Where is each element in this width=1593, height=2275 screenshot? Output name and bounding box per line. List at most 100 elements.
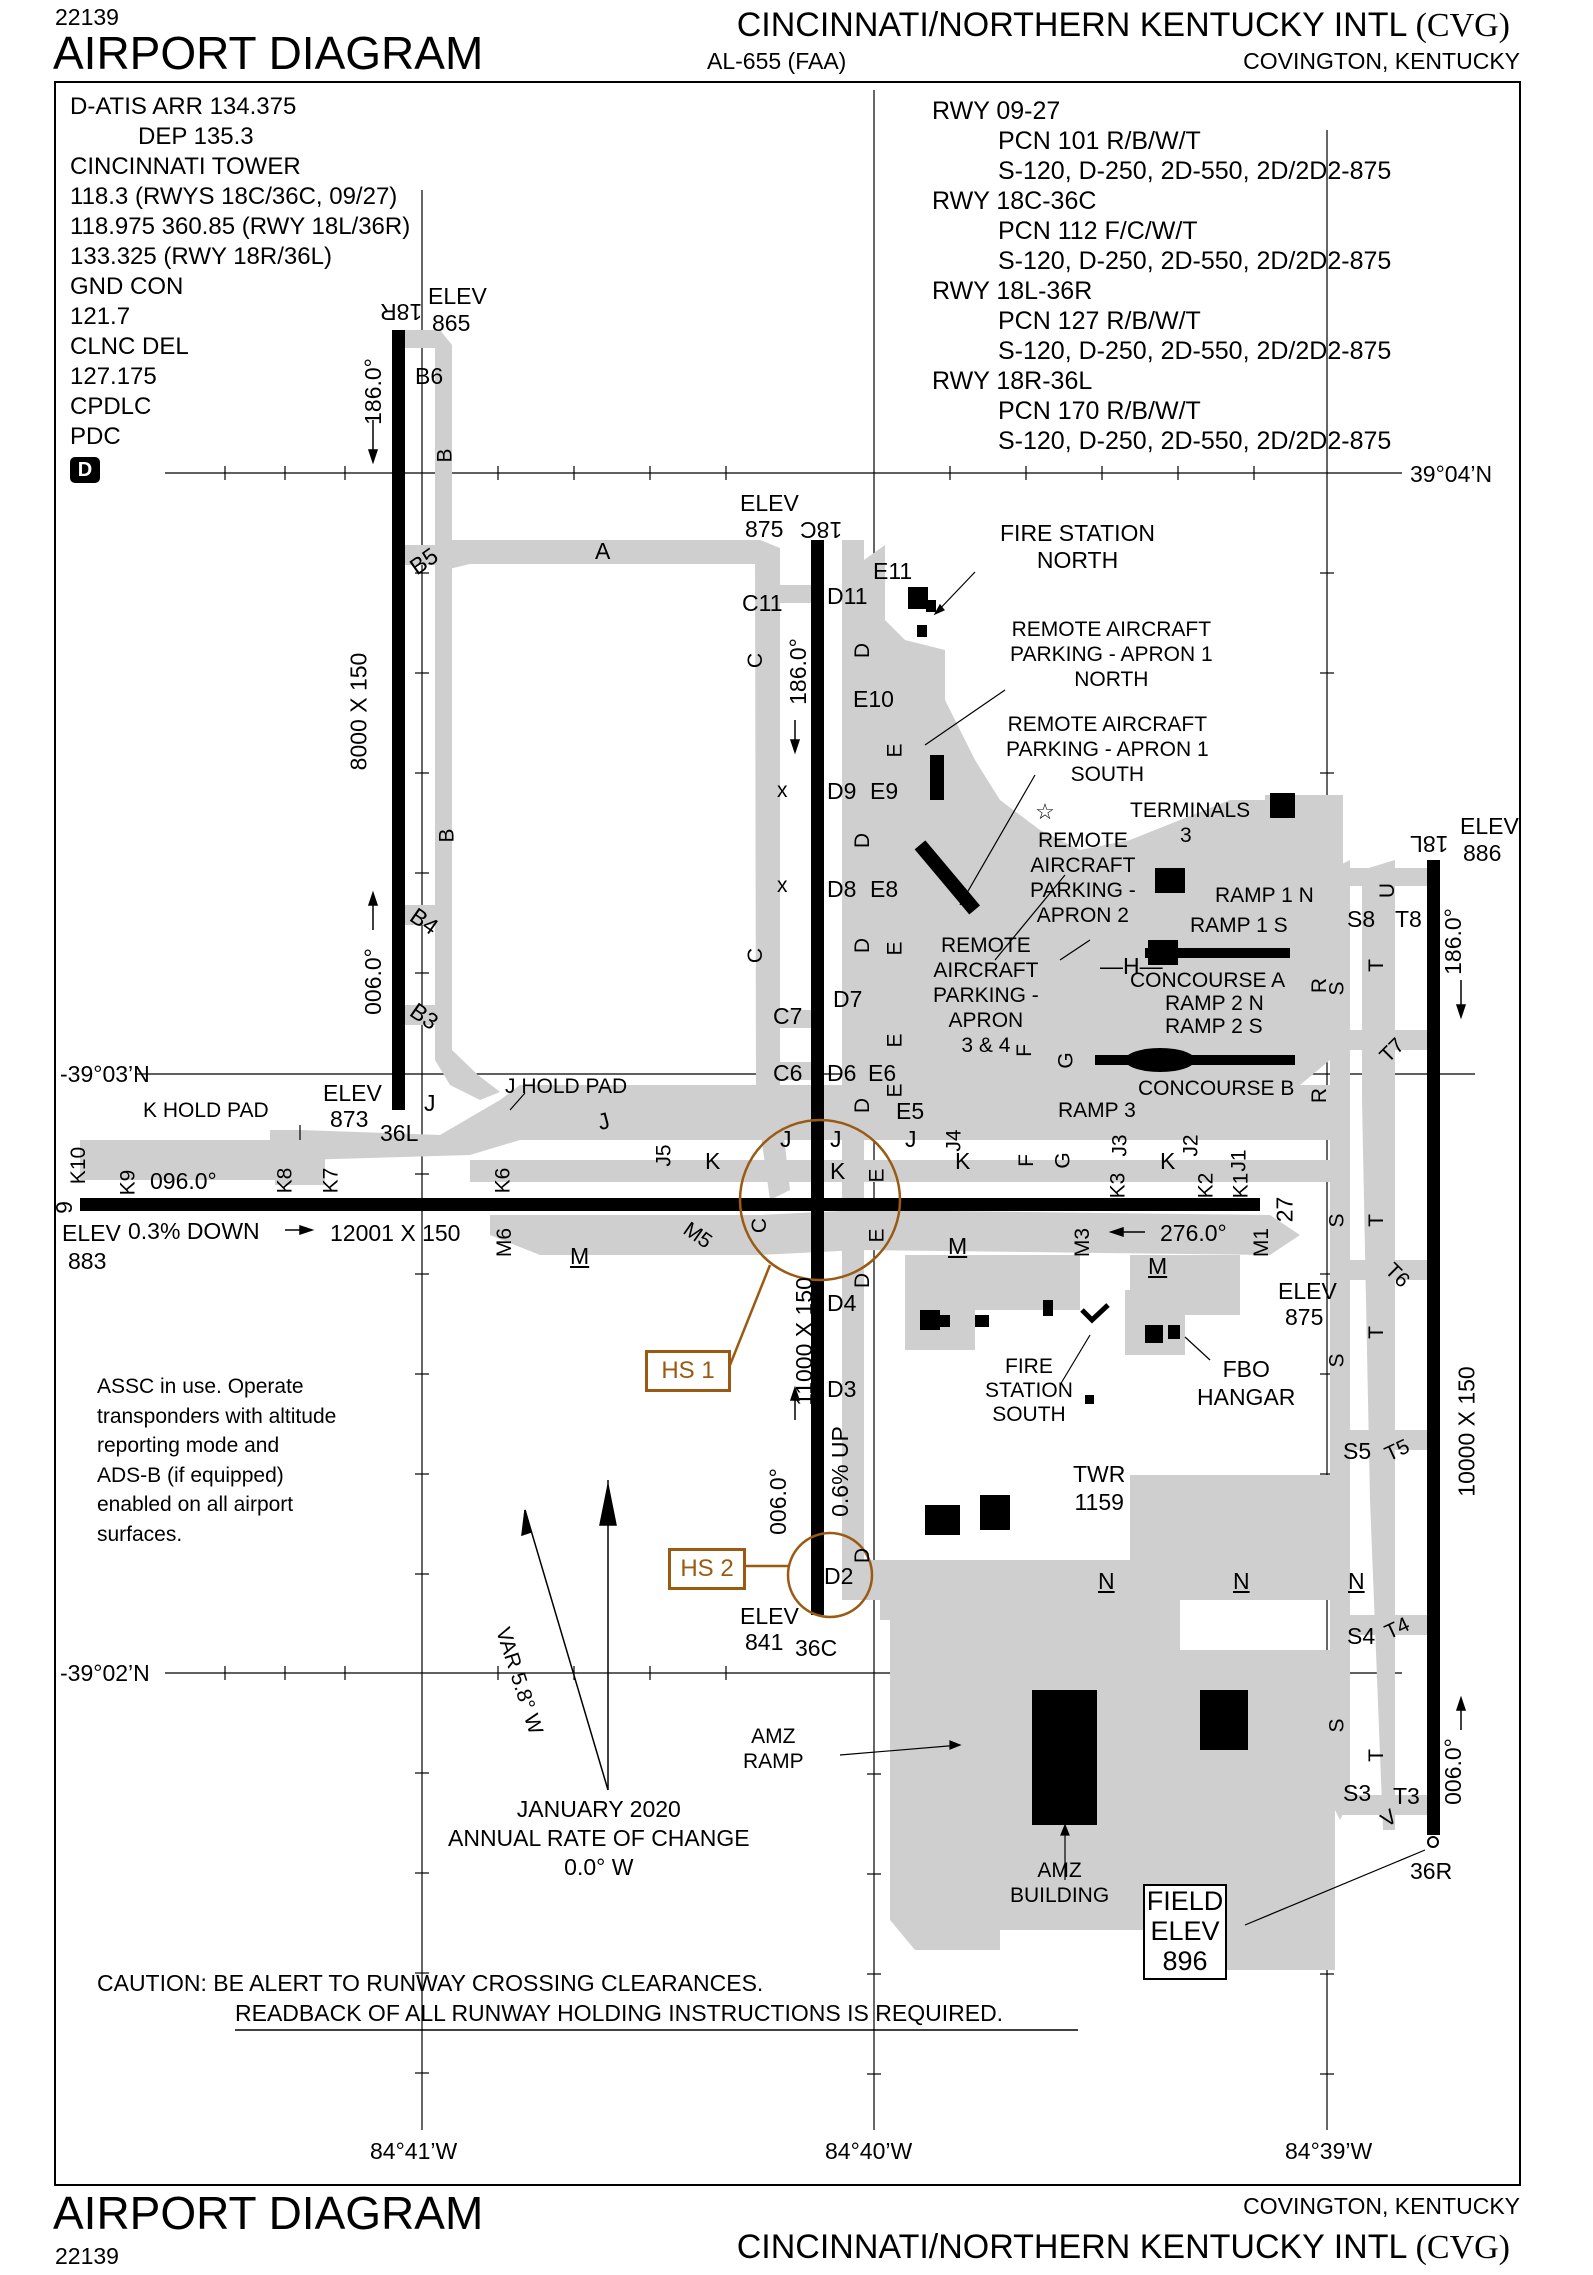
rwy-18r-elev-label: ELEV (428, 283, 487, 309)
taxiway-label-e-south: E (865, 1168, 889, 1183)
runway-9-27 (80, 1198, 1260, 1211)
taxiway-label-a: A (595, 538, 611, 564)
tower-label: TWR 1159 (1073, 1461, 1126, 1515)
taxiway-label-d8: D8 (827, 876, 857, 902)
remote-parking-apron2-label: REMOTE AIRCRAFT PARKING - APRON 2 (1030, 829, 1136, 927)
amz-building (1032, 1690, 1097, 1825)
concourse-a-label: CONCOURSE A (1130, 969, 1286, 992)
lon-label-mid: 84°40’W (825, 2138, 913, 2164)
taxiway-label-j3: J3 (1108, 1134, 1132, 1157)
rwy-27-end-label: 27 (1271, 1196, 1298, 1223)
taxiway-label-j-west: J (424, 1090, 436, 1116)
runway-18c-36c (811, 540, 824, 1615)
rwy-18c-dimension: 11000 X 150 (790, 1277, 817, 1406)
taxiway-label-d11: D11 (827, 583, 868, 609)
taxiway-label-k10: K10 (67, 1146, 91, 1185)
taxiway-label-g-south: G (1051, 1152, 1075, 1169)
taxiway-label-t-2: T (1364, 1214, 1388, 1227)
chart-title-top: AIRPORT DIAGRAM (53, 27, 484, 79)
lon-label-left: 84°41’W (370, 2138, 458, 2164)
taxiway-t4-connector (1340, 1615, 1440, 1635)
concourse-b-hub (1125, 1048, 1195, 1072)
taxiway-label-d2: D2 (824, 1563, 854, 1589)
hot-spot-1-circle (738, 1118, 902, 1282)
rwy-36c-elev: 841 (745, 1629, 784, 1655)
taxiway-label-m-mid: M (948, 1233, 968, 1259)
rwy-18l-end-label: 18L (1410, 831, 1449, 857)
fbo-bldg-1 (1145, 1325, 1163, 1343)
taxiway-m-pavement (490, 1210, 1300, 1255)
lat-label-top: 39°04’N (1410, 461, 1493, 487)
taxiway-k-row (470, 1160, 1330, 1182)
taxiway-label-k-west: K (705, 1148, 721, 1174)
taxiway-label-u: U (1376, 882, 1400, 899)
taxiway-label-k9: K9 (116, 1169, 140, 1196)
taxiway-label-s3: S3 (1343, 1780, 1372, 1806)
taxiway-c-pavement (755, 548, 790, 1200)
concourse-a-hub (1148, 940, 1178, 965)
hangar-1 (925, 1505, 960, 1535)
taxiway-label-e-mid2: E (883, 1033, 907, 1048)
taxiway-label-j1: J1 (1227, 1149, 1251, 1172)
taxiway-label-k6: K6 (491, 1167, 515, 1194)
hangar-2 (980, 1495, 1010, 1530)
taxiway-label-k1: K1 (1229, 1172, 1253, 1199)
taxiway-label-x-2: x (777, 874, 788, 897)
j-hold-pad-label: J HOLD PAD (505, 1075, 628, 1098)
taxiway-label-e6: E6 (868, 1060, 897, 1086)
taxiway-label-e-north: E (883, 743, 907, 758)
taxiway-label-d-mid: D (851, 832, 875, 849)
taxiway-label-s-3: S (1325, 1353, 1349, 1368)
rwy-9-elev: 883 (68, 1248, 107, 1274)
taxiway-label-h: —H— (1100, 953, 1163, 979)
chart-title-bottom: AIRPORT DIAGRAM (53, 2187, 484, 2239)
rwy-9-elev-label: ELEV (62, 1220, 121, 1246)
taxiway-label-d3: D3 (827, 1376, 857, 1402)
taxiway-label-t3: T3 (1393, 1783, 1420, 1809)
rwy-36l-heading: 006.0° (359, 948, 386, 1015)
clnc-freq: 127.175 (70, 363, 157, 390)
wt-09-27: S-120, D-250, 2D-550, 2D/2D2-875 (998, 157, 1392, 185)
terminals-label: TERMINALS (1130, 799, 1251, 822)
taxiway-a-pavement (442, 540, 780, 570)
taxiway-n-west (880, 1590, 1010, 1620)
taxiway-label-e-south2: E (865, 1228, 889, 1243)
taxiway-label-t-3: T (1364, 1326, 1388, 1339)
chart-number-top: 22139 (55, 4, 119, 30)
taxiway-label-j-d: J (830, 1126, 842, 1152)
taxiway-label-f-south: F (1014, 1154, 1038, 1167)
taxiway-label-t8: T8 (1395, 906, 1422, 932)
taxiway-label-d-mid2: D (851, 937, 875, 954)
taxiway-label-d-south: D (851, 1272, 875, 1289)
rwy-18c-elev-label: ELEV (740, 490, 799, 516)
lat-label-mid: -39°03’N (60, 1061, 150, 1087)
north-arrow-true (599, 1484, 617, 1526)
procedure-id: AL-655 (FAA) (707, 48, 847, 74)
taxiway-label-s-2: S (1325, 1213, 1349, 1228)
rwy-36l-end-label: 36L (380, 1120, 419, 1146)
ramp-1s-label: RAMP 1 S (1190, 914, 1288, 937)
taxiway-label-d6: D6 (827, 1060, 857, 1086)
caution-line-1: CAUTION: BE ALERT TO RUNWAY CROSSING CLE… (97, 1970, 764, 1996)
taxiway-d-pavement (842, 540, 864, 1600)
j-hold-pad (500, 1100, 540, 1135)
cpdlc: CPDLC (70, 393, 152, 420)
rwy-9-end-label: 9 (50, 1201, 77, 1214)
taxiway-label-k-d: K (830, 1158, 846, 1184)
fbo-hangar-label: FBO HANGAR (1197, 1356, 1296, 1410)
taxiway-label-r-1: R (1308, 977, 1332, 994)
taxiway-label-m6: M6 (493, 1227, 517, 1258)
hot-spot-1-label: HS 1 (645, 1350, 731, 1392)
taxiway-label-k7: K7 (319, 1167, 343, 1194)
taxiway-label-e-mid: E (883, 941, 907, 956)
taxiway-label-c-mid: C (744, 947, 768, 964)
taxiway-c7-connector (770, 1010, 820, 1028)
assc-note: ASSC in use. Operate transponders with a… (97, 1375, 337, 1546)
clnc-label: CLNC DEL (70, 333, 189, 360)
taxiway-label-d9: D9 (827, 778, 857, 804)
taxiway-label-k-e: K (955, 1148, 971, 1174)
rwy-36c-end-label: 36C (795, 1635, 838, 1661)
field-elevation-box: FIELD ELEV 896 (1143, 1884, 1227, 1980)
rwy-18c-heading: 186.0° (784, 638, 811, 705)
